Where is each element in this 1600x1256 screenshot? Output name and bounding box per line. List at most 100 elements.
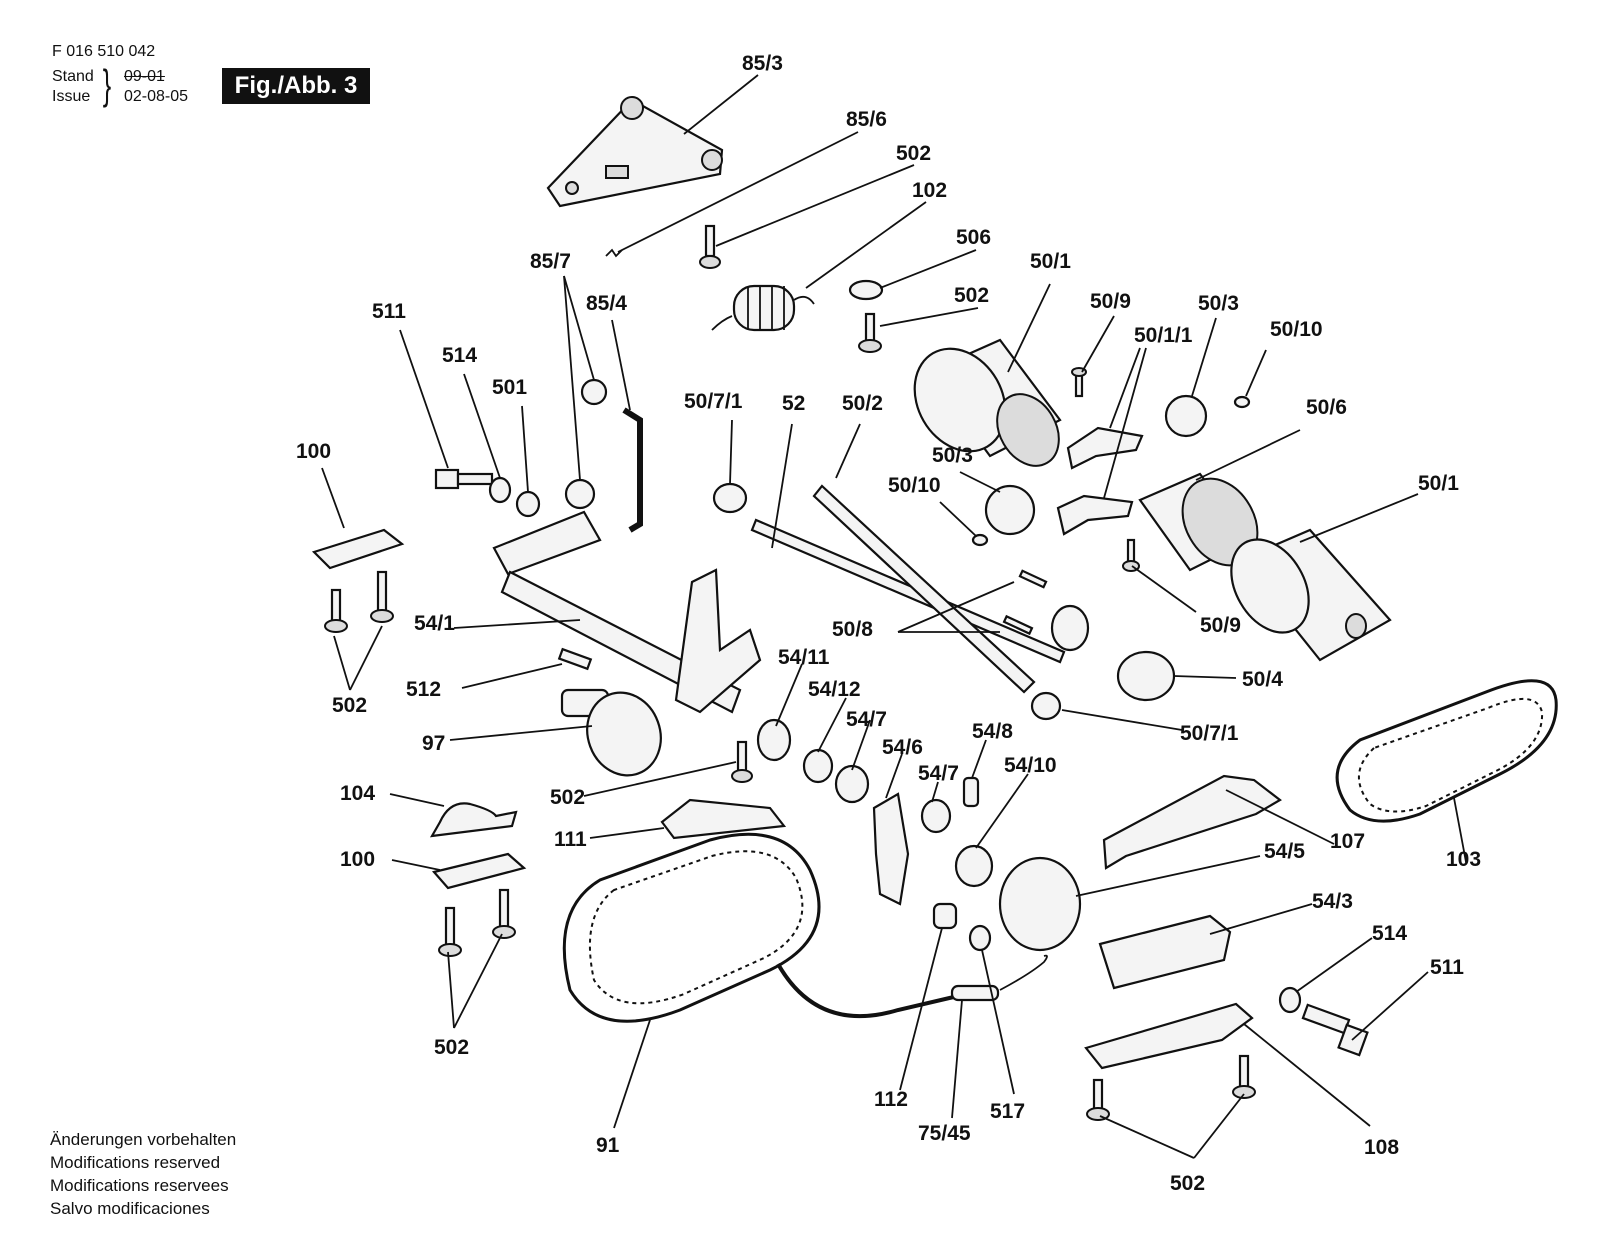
callout-50-4: 50/4 [1242,668,1283,691]
roller-part-50-1 [1230,528,1392,662]
sleeve-part-112 [932,902,958,930]
callout-91: 91 [596,1134,620,1157]
screw-part-50-9 [1122,538,1140,572]
clamp-plate-part-100 [431,852,527,890]
callout-54-8: 54/8 [972,720,1013,743]
leader-lines [321,74,1467,1159]
footer-line: Änderungen vorbehalten [50,1130,237,1149]
washer-part-517 [968,924,992,952]
callout-100: 100 [296,440,331,463]
pin-part-54-8 [962,776,980,808]
callout-50-7-1: 50/7/1 [684,390,743,413]
callout-75-45: 75/45 [918,1122,971,1145]
stand-date-struck: 09-01 [124,68,165,85]
cable-part-75-45 [776,954,1048,1019]
screw-part [731,740,753,783]
callout-50-10: 50/10 [888,474,941,497]
callout-50-9: 50/9 [1200,614,1241,637]
callout-54-3: 54/3 [1312,890,1353,913]
washer-part-514 [1278,986,1302,1014]
plate-part-111 [660,798,787,840]
callout-502: 502 [550,786,585,809]
spring-part-102 [711,284,815,332]
bracket-part-54-6 [872,792,910,906]
callout-50-3: 50/3 [932,444,973,467]
shaft-part-54-1 [492,510,762,714]
star-washer-part-85-7 [564,478,596,510]
cap-part-50-4 [1116,650,1176,702]
rod-part-85-4 [622,407,643,533]
screw-part-50-8 [1018,569,1048,589]
callout-506: 506 [956,226,991,249]
callout-103: 103 [1446,848,1481,871]
hub-part [1050,604,1090,652]
knob-part-97 [560,688,662,777]
callout-50-1: 50/1 [1030,250,1071,273]
callout-102: 102 [912,179,947,202]
clutch-part-54-5 [998,856,1082,952]
callout-511: 511 [1430,956,1464,979]
callout-85-7: 85/7 [530,250,571,273]
callout-50-1: 50/1 [1418,472,1459,495]
rod-part-50-2 [812,484,1036,694]
callout-50-6: 50/6 [1306,396,1347,419]
callout-111: 111 [554,828,587,851]
washer-part-54-11 [756,718,792,762]
issue-label: Issue [52,88,91,105]
screw-part [858,312,882,353]
callout-54-12: 54/12 [808,678,861,701]
callout-511: 511 [372,300,406,323]
callout-97: 97 [422,732,445,755]
callout-54-11: 54/11 [778,646,830,669]
screw-part [492,888,516,939]
footer-line: Salvo modificaciones [50,1199,210,1218]
callout-50-9: 50/9 [1090,290,1131,313]
washer-part-514 [488,476,512,504]
callout-52: 52 [782,392,805,415]
washer-part-54-12 [802,748,834,784]
roller-part-50-1 [913,338,1062,467]
callout-85-3: 85/3 [742,52,783,75]
callout-108: 108 [1364,1136,1399,1159]
lever-part-50-1-1 [1066,426,1144,470]
belt-part-91 [562,832,821,1023]
screw-part-50-8 [1002,614,1034,636]
footer-notice: Änderungen vorbehalten Modifications res… [50,1128,236,1220]
guard-part-108 [1084,1002,1254,1070]
callout-502: 502 [332,694,367,717]
bracket-part-85-3 [546,96,724,208]
callout-54-5: 54/5 [1264,840,1305,863]
callout-50-10: 50/10 [1270,318,1323,341]
callout-54-1: 54/1 [414,612,455,635]
screw-part [699,224,721,269]
stand-label: Stand [52,68,94,85]
callout-107: 107 [1330,830,1365,853]
callout-85-6: 85/6 [846,108,887,131]
washer-part-506 [848,279,884,301]
pin-part-512 [557,647,593,671]
washer-part-54-10 [954,844,994,888]
footer-line: Modifications reservees [50,1176,229,1195]
callout-50-3: 50/3 [1198,292,1239,315]
bolt-part-511 [1301,1003,1369,1057]
callout-50-7-1: 50/7/1 [1180,722,1239,745]
guard-part-107 [1102,774,1282,870]
wire-part-85-6 [605,248,623,258]
callout-514: 514 [1372,922,1407,945]
star-washer-part-85-7 [580,378,608,406]
callout-501: 501 [492,376,527,399]
bushing-part-50-7-1 [1030,691,1062,721]
callout-502: 502 [954,284,989,307]
belt-part-103 [1335,679,1558,823]
callout-54-6: 54/6 [882,736,923,759]
callout-labels: 85/3 85/6 502 102 506 502 85/7 85/4 50/1… [296,52,1481,1195]
brace-symbol: } [102,61,112,108]
callout-50-8: 50/8 [832,618,873,641]
gear-part-50-3 [1164,394,1208,438]
callout-54-7: 54/7 [918,762,959,785]
washer-part-54-7 [920,798,952,834]
callout-517: 517 [990,1100,1025,1123]
callout-85-4: 85/4 [586,292,627,315]
clip-part-50-10 [1233,395,1251,409]
